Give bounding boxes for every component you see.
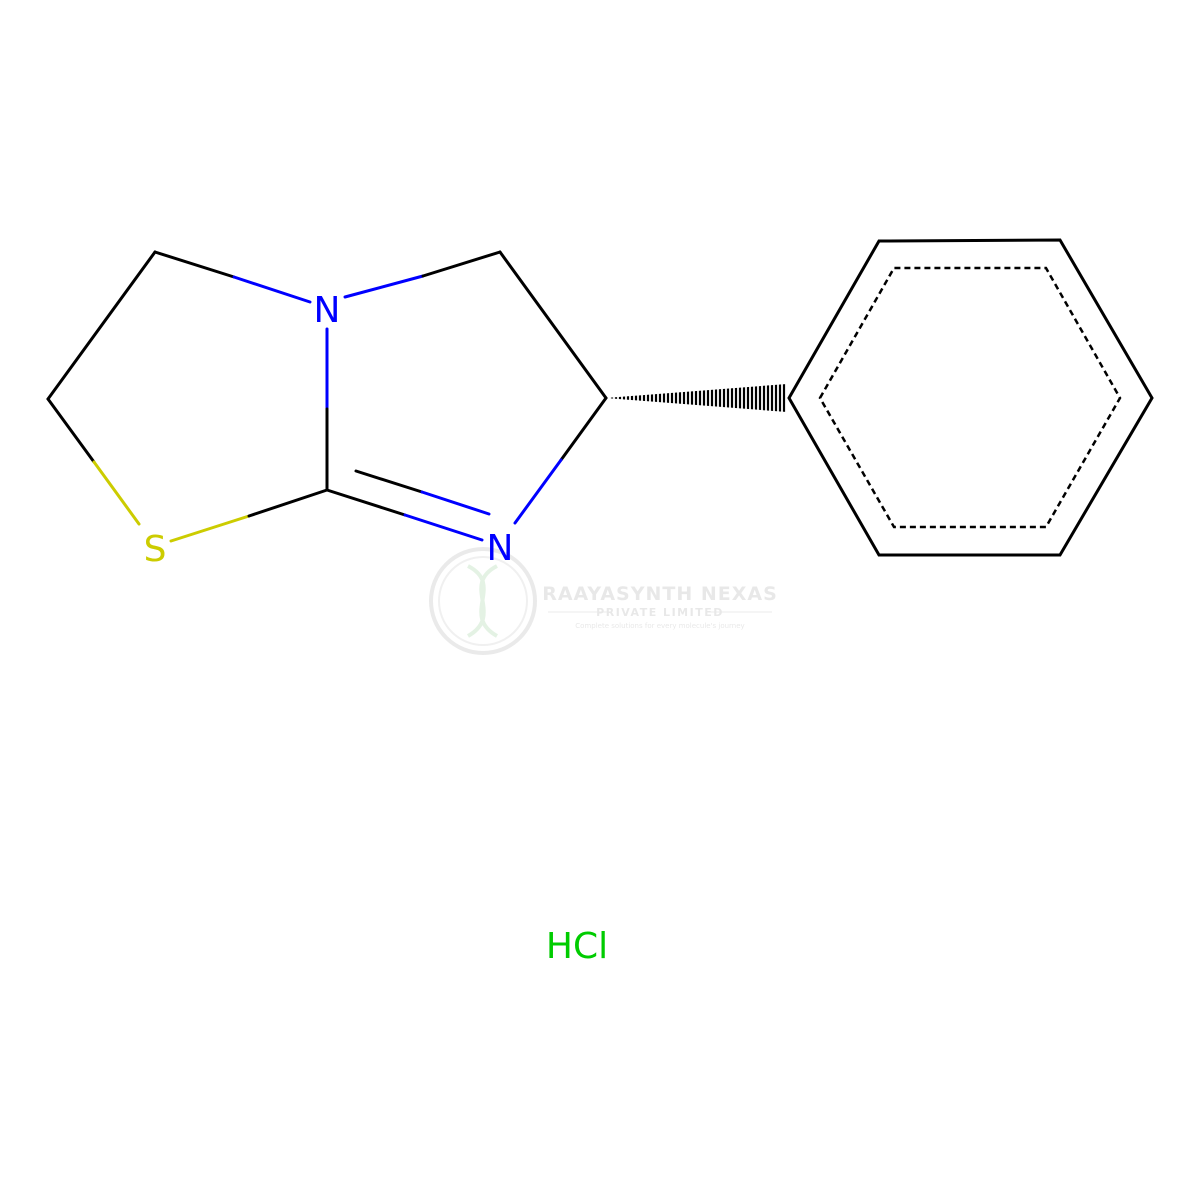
bond-c3-n2-inner-black bbox=[354, 469, 424, 494]
bond-c1-c2 bbox=[46, 250, 157, 401]
bond-s-c3-yellow bbox=[169, 514, 251, 543]
bond-c2-s-black bbox=[46, 397, 96, 464]
salt-hcl: HCl bbox=[546, 926, 608, 967]
bond-c5-n2-black bbox=[559, 396, 608, 462]
atom-n-bridgehead: N bbox=[314, 290, 341, 331]
dna-helix-icon bbox=[466, 564, 499, 638]
bond-c1-n-blue bbox=[232, 275, 312, 304]
stereo-hash-wedge bbox=[610, 384, 786, 412]
watermark: RAAYASYNTH NEXAS PRIVATE LIMITED Complet… bbox=[429, 547, 778, 655]
watermark-logo-inner bbox=[438, 556, 528, 646]
phenyl-aromatic-dashes bbox=[818, 266, 1122, 529]
bond-n-c4-blue bbox=[343, 274, 425, 299]
watermark-subtitle: PRIVATE LIMITED bbox=[596, 606, 724, 619]
bonds bbox=[46, 238, 1154, 557]
bond-c2-s-yellow bbox=[92, 460, 141, 526]
bond-c4-c5 bbox=[498, 250, 608, 400]
watermark-tagline: Complete solutions for every molecule's … bbox=[575, 622, 744, 630]
phenyl-ring bbox=[787, 238, 1154, 557]
watermark-logo-ring bbox=[429, 547, 537, 655]
watermark-title: RAAYASYNTH NEXAS bbox=[542, 583, 778, 605]
bond-c3-n2-inner-blue bbox=[420, 490, 491, 516]
bond-c3-n2-blue bbox=[403, 513, 484, 542]
bond-c3-n2-black bbox=[325, 488, 407, 517]
bond-c5-n2-blue bbox=[513, 458, 563, 525]
bond-s-c3-black bbox=[247, 488, 329, 518]
bond-c1-n-black bbox=[153, 250, 236, 279]
atom-n-imine: N bbox=[487, 528, 514, 569]
bond-n-c4-black bbox=[421, 250, 502, 278]
atom-sulfur: S bbox=[144, 529, 167, 570]
